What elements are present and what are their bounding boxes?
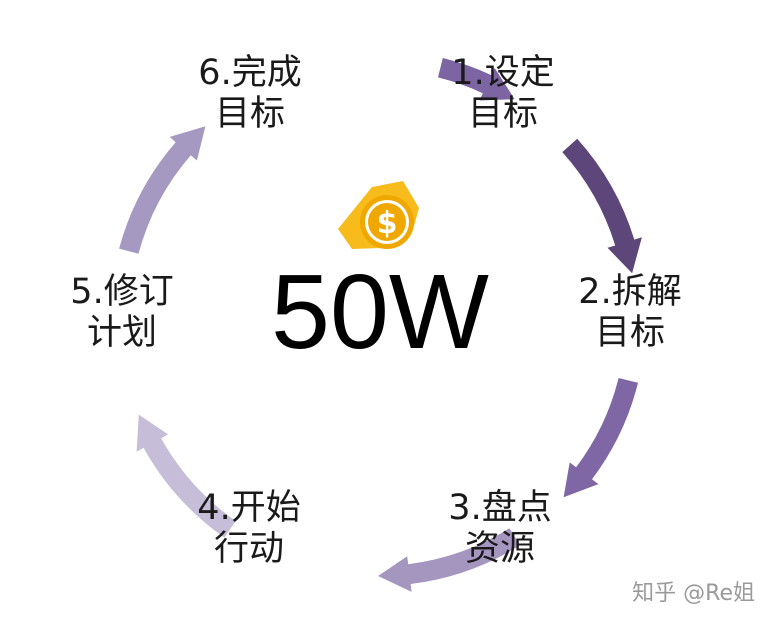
svg-text:资源: 资源 [465, 529, 535, 569]
svg-text:6.完成: 6.完成 [198, 53, 301, 93]
svg-text:1.设定: 1.设定 [451, 53, 554, 93]
svg-text:4.开始: 4.开始 [197, 488, 300, 528]
cycle-arrow-6 [119, 126, 206, 254]
svg-text:3.盘点: 3.盘点 [448, 488, 551, 528]
cycle-arrow-1 [438, 58, 515, 101]
watermark: 知乎 @Re姐 [632, 581, 755, 606]
cycle-arrow-3 [563, 378, 638, 498]
svg-text:目标: 目标 [468, 94, 538, 134]
center-goal-value: 50W [271, 253, 489, 371]
svg-text:目标: 目标 [215, 94, 285, 134]
svg-text:行动: 行动 [214, 529, 284, 569]
money-bill-dollar-icon: $ [338, 181, 419, 249]
dollar-sign: $ [377, 206, 398, 241]
svg-text:2.拆解: 2.拆解 [578, 272, 681, 312]
svg-text:计划: 计划 [87, 313, 157, 353]
step-3-label: 3.盘点 资源 [448, 488, 551, 569]
cycle-arrow-2 [562, 138, 642, 274]
cycle-arrows [119, 58, 642, 592]
svg-text:5.修订: 5.修订 [70, 272, 173, 312]
cycle-arrow-5 [136, 414, 236, 538]
step-6-label: 6.完成 目标 [198, 53, 301, 134]
step-5-label: 5.修订 计划 [70, 272, 173, 353]
step-1-label: 1.设定 目标 [451, 53, 554, 134]
step-4-label: 4.开始 行动 [197, 488, 300, 569]
cycle-arrow-4 [378, 528, 520, 592]
step-2-label: 2.拆解 目标 [578, 272, 681, 353]
svg-text:目标: 目标 [595, 313, 665, 353]
